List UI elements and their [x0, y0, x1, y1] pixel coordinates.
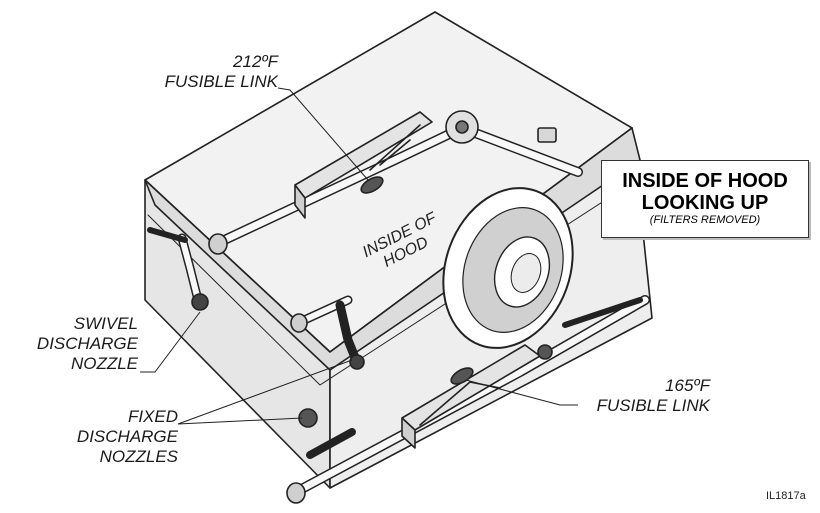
- right-side-pipe: [562, 297, 643, 328]
- fusible-link-212: [360, 176, 384, 194]
- label-165-fusible-link: 165ºF FUSIBLE LINK: [580, 376, 710, 416]
- lower-pipe-fitting: [537, 344, 553, 360]
- label-212-line2: FUSIBLE LINK: [164, 72, 278, 91]
- label-swivel-line2: DISCHARGE: [36, 334, 138, 353]
- title-line2: LOOKING UP: [641, 192, 769, 214]
- title-box: INSIDE OF HOOD LOOKING UP (FILTERS REMOV…: [601, 160, 809, 238]
- label-fixed-line1: FIXED: [127, 407, 178, 426]
- lower-branch: [306, 428, 356, 459]
- hood-rim: [144, 127, 641, 371]
- upper-bracket-cable: [369, 124, 421, 171]
- title-line1: INSIDE OF HOOD: [622, 170, 788, 192]
- middle-nozzle-drop: [335, 300, 361, 365]
- label-fixed-line3: NOZZLES: [99, 447, 178, 466]
- left-pipe: [147, 227, 188, 243]
- lower-pipe-cap: [286, 482, 306, 504]
- label-swivel-line1: SWIVEL: [73, 314, 138, 333]
- top-nut: [537, 127, 557, 143]
- middle-pipe-cap: [290, 313, 308, 333]
- upper-pipe-cap: [208, 233, 228, 255]
- leader-fixed-a: [177, 359, 353, 425]
- label-212-fusible-link: 212ºF FUSIBLE LINK: [150, 52, 278, 92]
- label-swivel-line3: NOZZLE: [70, 354, 138, 373]
- upper-bracket-side: [294, 184, 306, 219]
- leader-swivel: [140, 311, 201, 373]
- swivel-nozzle-drop-fill: [179, 235, 201, 303]
- fixed-nozzle-middle: [349, 354, 365, 370]
- lower-pipe-fill: [292, 296, 649, 496]
- title-subtitle: (FILTERS REMOVED): [649, 214, 761, 226]
- fan-hub-inner: [510, 253, 542, 293]
- label-165-line1: 165ºF: [665, 376, 710, 395]
- label-212-line1: 212ºF: [233, 52, 278, 71]
- label-fixed-line2: DISCHARGE: [76, 427, 178, 446]
- label-swivel-discharge-nozzle: SWIVEL DISCHARGE NOZZLE: [20, 314, 138, 374]
- label-165-line2: FUSIBLE LINK: [596, 396, 710, 415]
- detector-fitting-core: [455, 120, 469, 134]
- fusible-link-165: [450, 367, 474, 385]
- upper-pipe-fill: [214, 124, 582, 247]
- figure-code: IL1817a: [766, 490, 806, 502]
- leader-fixed-b: [177, 417, 303, 425]
- label-fixed-discharge-nozzles: FIXED DISCHARGE NOZZLES: [60, 407, 178, 467]
- swivel-nozzle-tip: [191, 293, 209, 311]
- leader-165: [465, 379, 578, 406]
- lower-bracket-side: [401, 417, 416, 449]
- leader-212: [277, 87, 369, 181]
